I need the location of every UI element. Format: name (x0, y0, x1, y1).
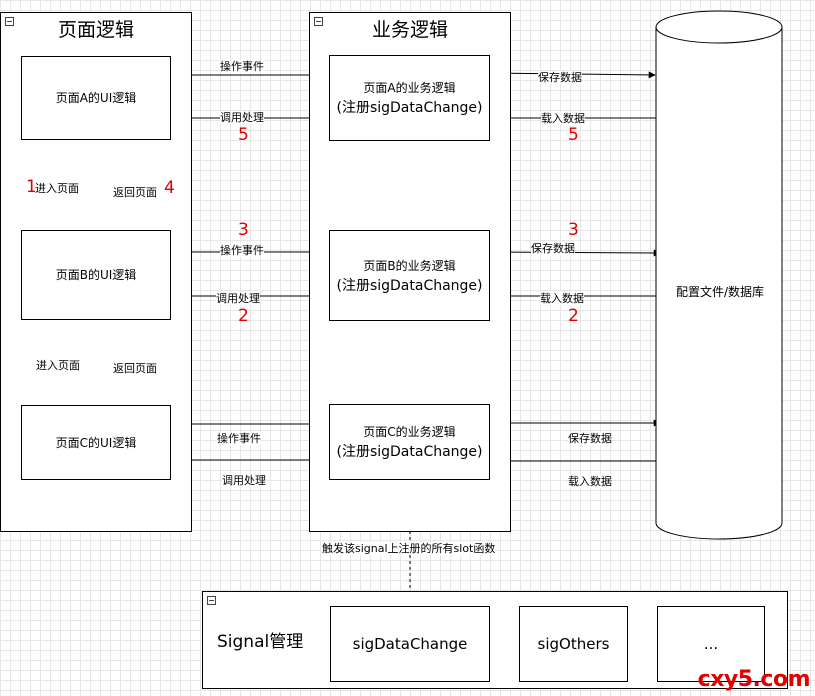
label-save-data-b: 保存数据 (531, 242, 575, 255)
label-save-data-c: 保存数据 (568, 432, 612, 445)
label-op-event-a: 操作事件 (220, 60, 264, 73)
biz-box-a-line1: 页面A的业务逻辑 (363, 81, 456, 95)
step-5-left: 5 (238, 125, 249, 145)
business-logic-title: 业务逻辑 (371, 19, 448, 41)
biz-box-a-line2: (注册sigDataChange) (336, 100, 483, 116)
step-3-right: 3 (568, 220, 579, 240)
signal-box-more[interactable]: ... (657, 606, 765, 682)
ui-box-c[interactable]: 页面C的UI逻辑 (21, 405, 171, 480)
signal-box-sigothers[interactable]: sigOthers (519, 606, 628, 682)
label-call-handle-a: 调用处理 (220, 111, 264, 124)
label-load-data-a: 载入数据 (541, 112, 585, 125)
label-trigger: 触发该signal上注册的所有slot函数 (322, 542, 496, 555)
watermark-text: cxy5.com (697, 667, 811, 692)
step-2-right: 2 (568, 306, 579, 326)
step-3-left: 3 (238, 220, 249, 240)
page-logic-title: 页面逻辑 (57, 19, 134, 41)
label-call-handle-c: 调用处理 (222, 474, 266, 487)
signal-name-1: sigOthers (537, 635, 610, 653)
label-enter-page-ab: 进入页面 (35, 182, 79, 195)
label-return-page-bc: 返回页面 (113, 362, 157, 375)
label-enter-page-bc: 进入页面 (36, 359, 80, 372)
label-call-handle-b: 调用处理 (216, 292, 260, 305)
signal-box-sigdatachange[interactable]: sigDataChange (330, 606, 490, 682)
biz-box-b[interactable]: 页面B的业务逻辑 (注册sigDataChange) (329, 230, 490, 321)
database-cylinder (655, 10, 783, 540)
step-1: 1 (26, 177, 37, 197)
step-2-left: 2 (238, 306, 249, 326)
database-label: 配置文件/数据库 (675, 285, 765, 299)
step-4: 4 (164, 178, 175, 198)
label-op-event-c: 操作事件 (217, 432, 261, 445)
label-save-data-a: 保存数据 (538, 71, 582, 84)
ui-box-c-label: 页面C的UI逻辑 (55, 435, 137, 450)
biz-box-b-line1: 页面B的业务逻辑 (363, 258, 456, 273)
biz-box-c-line2: (注册sigDataChange) (336, 444, 483, 460)
ui-box-a[interactable]: 页面A的UI逻辑 (21, 56, 171, 140)
label-return-page-ab: 返回页面 (113, 186, 157, 199)
signal-title: Signal管理 (217, 632, 304, 652)
signal-name-0: sigDataChange (352, 635, 468, 653)
ui-box-b-label: 页面B的UI逻辑 (55, 268, 137, 282)
collapse-icon[interactable] (5, 17, 14, 26)
biz-box-b-line2: (注册sigDataChange) (336, 277, 483, 294)
biz-box-c[interactable]: 页面C的业务逻辑 (注册sigDataChange) (329, 404, 490, 480)
label-load-data-b: 载入数据 (540, 292, 584, 305)
collapse-icon[interactable] (314, 17, 323, 26)
biz-box-a[interactable]: 页面A的业务逻辑 (注册sigDataChange) (329, 55, 490, 141)
label-op-event-b: 操作事件 (220, 244, 264, 257)
label-load-data-c: 载入数据 (568, 475, 612, 488)
biz-box-c-line1: 页面C的业务逻辑 (363, 425, 456, 439)
arrow-save-data-b (489, 249, 661, 257)
ui-box-a-label: 页面A的UI逻辑 (55, 91, 137, 105)
step-5-right: 5 (568, 125, 579, 145)
collapse-icon[interactable] (207, 596, 216, 605)
signal-name-2: ... (703, 635, 719, 653)
ui-box-b[interactable]: 页面B的UI逻辑 (21, 230, 171, 320)
